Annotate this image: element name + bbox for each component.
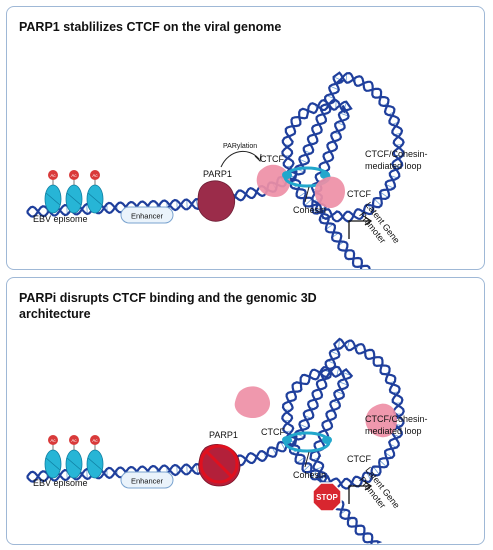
acetyl-mark-icon [48,170,58,180]
cohesin-head-left [282,171,292,179]
acetyl-mark-label: Ac [92,438,98,443]
dna-rung [299,158,309,164]
dna-rung [330,350,340,356]
ctcf-left-label: CTCF [260,154,284,164]
loop-label-line2: mediated loop [365,161,422,171]
loop-label-line1: CTCF/Cohesin- [365,414,428,424]
promoter-arrow [348,485,369,504]
dna-rung [296,457,305,464]
dna-strand [26,71,405,269]
parylation-arrowhead [254,153,262,163]
promoter-arrowhead [364,216,373,226]
ctcf-right-label: CTCF [347,189,371,199]
enhancer-label: Enhancer [131,477,164,486]
promoter-arrowhead [364,481,373,491]
cohesin-head-right [320,171,330,179]
acetyl-mark-label: Ac [50,438,56,443]
prohibition-circle [199,444,239,484]
loop-label-line2: mediated loop [365,426,422,436]
cohesin-pointer [304,451,310,468]
ctcf-right-label: CTCF [347,454,371,464]
dna-rung [304,198,313,206]
dna-rung [325,223,334,230]
stop-sign-icon [312,482,342,512]
diagram-parp1-stabilizes: Ac Ac Ac Enhancer EBV episome PARP1 PARyla… [26,71,428,269]
cohesin-head-left [282,436,292,444]
ctcf-right-protein [314,176,345,209]
stop-label: STOP [316,493,338,502]
acetyl-mark-label: Ac [50,173,56,178]
dna-rung [372,466,380,475]
panel-parpi-disrupts: PARPi disrupts CTCF binding and the geno… [6,277,485,545]
dna-rung [195,199,199,209]
acetyl-mark-icon [90,170,100,180]
ctcf-right-protein-detached [365,403,397,438]
panel-parp1-stabilizes: PARP1 stablilizes CTCF on the viral geno… [6,6,485,270]
parylation-arrow [220,151,260,168]
dna-strand [26,339,405,544]
loop-label-line1: CTCF/Cohesin- [365,149,428,159]
cohesin-label: Cohesin [293,470,326,480]
nucleosome-wrap [45,457,61,471]
parylation-label: PARylation [223,143,257,150]
nucleosome-wrap [87,192,103,206]
parp1-protein [197,180,236,222]
dna-rung [329,85,339,91]
acetyl-mark-icon [48,435,58,445]
nucleosome-wrap [66,192,82,206]
acetyl-mark-label: Ac [71,173,77,178]
acetyl-mark-label: Ac [92,173,98,178]
diagram-parpi-disrupts: Ac Ac Ac Enhancer EBV episome PARP1 CTCF C… [26,337,428,544]
acetyl-mark-icon [69,435,79,445]
episome-label: EBV episome [33,478,88,488]
dna-rung [379,459,387,468]
dna-rung [336,367,340,377]
parp1-label: PARP1 [209,430,238,440]
nucleosome-wrap [45,192,61,206]
ctcf-left-label: CTCF [261,427,285,437]
enhancer-box [120,471,174,489]
ctcf-left-protein-detached [234,386,271,418]
dna-rung [195,464,199,474]
dna-rung [379,191,389,198]
dna-strand [26,71,405,269]
dna-rung [373,198,382,206]
nucleosomes: Ac Ac Ac [44,435,104,479]
ctcf-left-protein [256,164,291,197]
dna-rung [338,381,349,386]
panel-title: PARP1 stablilizes CTCF on the viral geno… [19,20,282,34]
acetyl-mark-icon [90,435,100,445]
nucleosome-wrap [87,457,103,471]
dna-rung [339,112,349,117]
parp1-label: PARP1 [203,169,232,179]
dna-rung [303,464,311,472]
dna-rung [297,191,306,198]
enhancer-box [120,206,174,224]
dna-helix [26,337,405,544]
dna-helix [26,71,405,269]
panel-title: PARPi disrupts CTCF binding and the geno… [19,291,317,321]
dna-rung [311,470,318,479]
acetyl-mark-label: Ac [71,438,77,443]
cohesin-pointer [304,186,310,203]
acetyl-mark-icon [69,170,79,180]
nucleosome-wrap [66,457,82,471]
enhancer-label: Enhancer [131,212,164,221]
nucleosomes: Ac Ac Ac [44,170,104,214]
promoter-arrow [348,220,369,239]
cohesin-label: Cohesin [293,205,326,215]
prohibition-slash [204,449,234,479]
cohesin-head-right [322,436,332,444]
episome-label: EBV episome [33,214,88,224]
dna-rung [299,423,309,429]
